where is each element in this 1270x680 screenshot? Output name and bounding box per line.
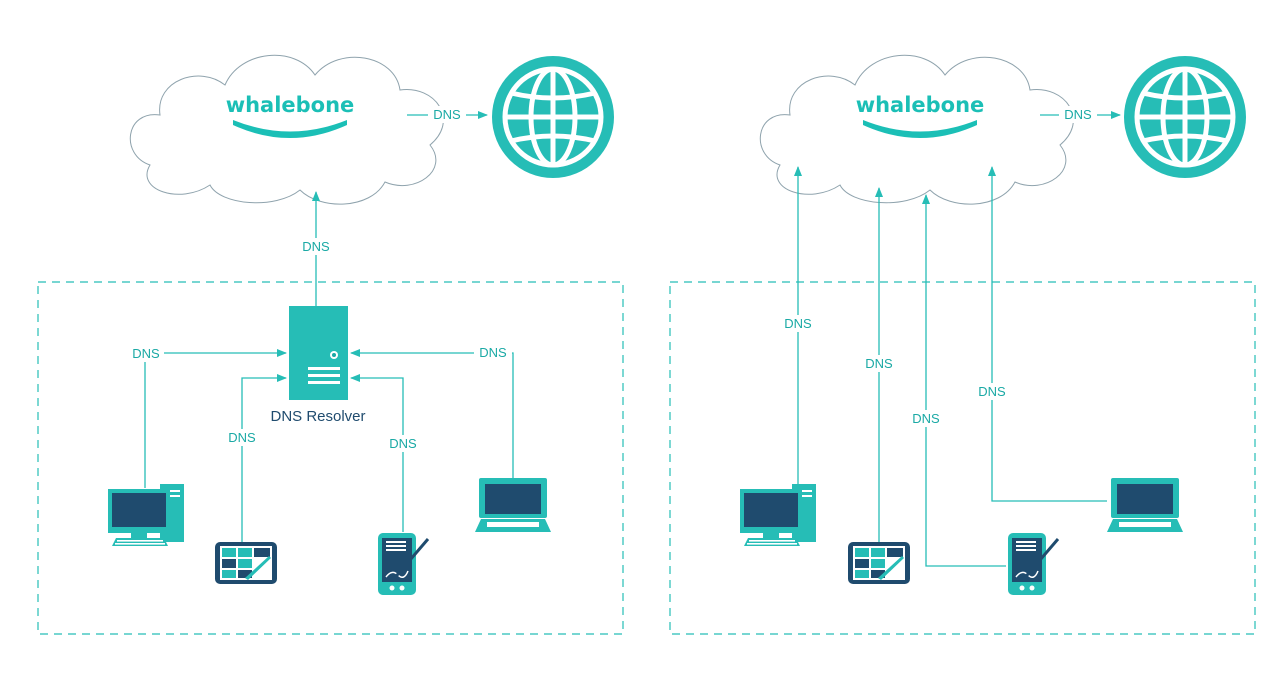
edge-label: DNS [865, 356, 893, 371]
desktop-to-resolver-connector [144, 349, 287, 488]
edge-label: DNS [302, 239, 330, 254]
pda-to-resolver-connector [350, 374, 404, 532]
globe-icon [492, 56, 614, 178]
whalebone-logo: whalebone [226, 93, 355, 117]
server-icon [289, 306, 348, 400]
edge-label: DNS [1064, 107, 1092, 122]
laptop-to-resolver-connector [350, 349, 514, 478]
edge-label: DNS [433, 107, 461, 122]
desktop-computer-icon [740, 484, 816, 546]
cloud-icon [759, 54, 1074, 205]
whalebone-logo-stripes [863, 120, 977, 138]
tablet-to-resolver-connector [241, 374, 287, 543]
edge-label: DNS [479, 345, 507, 360]
whalebone-logo: whalebone [856, 93, 985, 117]
laptop-to-cloud-connector [988, 166, 1107, 502]
edge-label: DNS [978, 384, 1006, 399]
edge-label: DNS [912, 411, 940, 426]
pda-stylus-icon [376, 531, 430, 597]
tablet-icon [215, 542, 277, 584]
tablet-icon [848, 542, 910, 584]
globe-icon [1124, 56, 1246, 178]
local-network-boundary [37, 281, 624, 635]
pda-stylus-icon [1006, 531, 1060, 597]
whalebone-logo-stripes [233, 120, 347, 138]
edge-label: DNS [132, 346, 160, 361]
edge-label: DNS [784, 316, 812, 331]
edge-label: DNS [389, 436, 417, 451]
pda-to-cloud-connector [922, 194, 1006, 567]
edge-label: DNS [228, 430, 256, 445]
desktop-computer-icon [108, 484, 184, 546]
left-scenario: whalebone DNS DNS DNS Resolver DNS DNS [37, 54, 624, 635]
resolver-label: DNS Resolver [270, 408, 365, 425]
laptop-icon [475, 478, 551, 532]
local-network-boundary [669, 281, 1256, 635]
laptop-icon [1107, 478, 1183, 532]
cloud-icon [129, 54, 444, 205]
right-scenario: whalebone DNS DNS DNS DNS DNS [669, 54, 1256, 635]
